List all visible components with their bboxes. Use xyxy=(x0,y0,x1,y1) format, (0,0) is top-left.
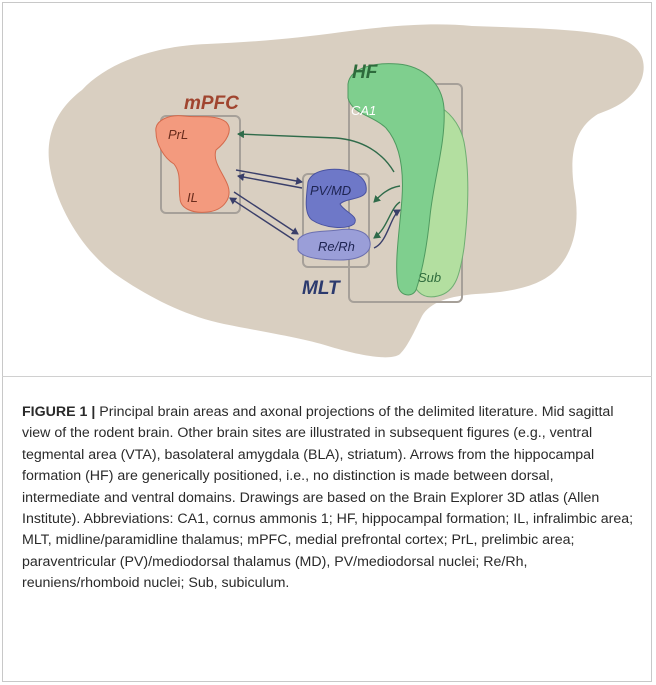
caption-lead: FIGURE 1 | xyxy=(22,404,95,420)
hf-label: HF xyxy=(352,62,379,83)
caption-divider xyxy=(2,376,652,377)
mlt-label: MLT xyxy=(302,278,341,299)
ca1-label: CA1 xyxy=(351,103,376,118)
mpfc-label: mPFC xyxy=(184,93,239,114)
sub-label: Sub xyxy=(418,270,441,285)
il-label: IL xyxy=(187,190,198,205)
caption-text: Principal brain areas and axonal project… xyxy=(22,404,633,591)
figure-caption: FIGURE 1 | Principal brain areas and axo… xyxy=(22,402,634,595)
pvmd-label: PV/MD xyxy=(310,183,351,198)
rerh-label: Re/Rh xyxy=(318,239,355,254)
brain-diagram: mPFC PrL IL HF CA1 Sub PV/MD Re/Rh MLT xyxy=(2,2,652,374)
prl-label: PrL xyxy=(168,127,188,142)
